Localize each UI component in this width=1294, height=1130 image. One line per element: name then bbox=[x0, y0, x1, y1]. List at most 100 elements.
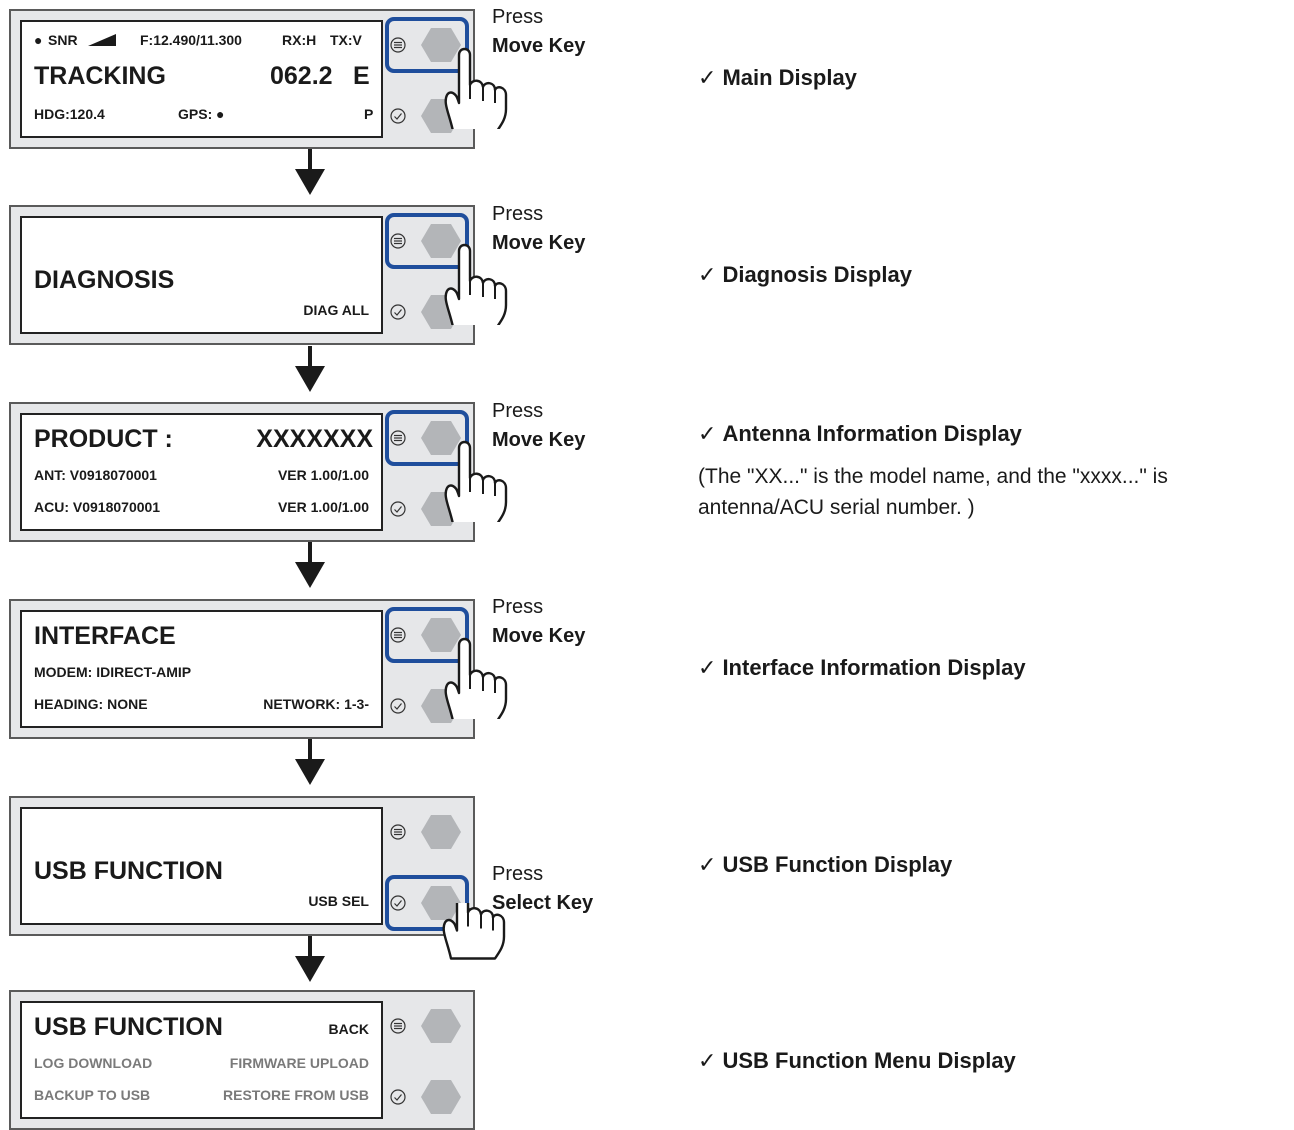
down-arrow-icon bbox=[295, 542, 325, 588]
key-name: Move Key bbox=[492, 429, 586, 451]
rx-label: RX:H bbox=[282, 32, 317, 48]
acu-version: VER 1.00/1.00 bbox=[277, 499, 369, 515]
mode-label: P bbox=[364, 106, 374, 122]
acu-panel-main: ● SNR F:12.490/11.300 RX:H TX:V TRACKING… bbox=[9, 9, 508, 149]
key-highlight bbox=[385, 607, 469, 663]
acu-panel-usb-function: USB FUNCTION USB SEL bbox=[9, 796, 482, 940]
key-highlight bbox=[385, 17, 469, 73]
tracking-status: TRACKING bbox=[34, 62, 166, 90]
model-name: XXXXXXX bbox=[256, 425, 373, 453]
heading-source: HEADING: NONE bbox=[34, 696, 148, 712]
acu-panel-interface: INTERFACE MODEM: IDIRECT-AMIP HEADING: N… bbox=[9, 599, 508, 739]
select-key-icon bbox=[390, 501, 406, 517]
log-download-option[interactable]: LOG DOWNLOAD bbox=[34, 1055, 153, 1071]
step-description: ✓Antenna Information Display bbox=[698, 421, 1022, 446]
usb-sel-label: USB SEL bbox=[308, 893, 369, 909]
menu-key-icon bbox=[390, 824, 406, 840]
pressing-hand-icon bbox=[444, 243, 508, 325]
snr-label: SNR bbox=[48, 32, 78, 48]
step-description: ✓Main Display bbox=[698, 65, 857, 90]
lcd-screen: DIAGNOSIS DIAG ALL bbox=[20, 216, 383, 334]
down-arrow-icon bbox=[295, 149, 325, 195]
step-description: ✓USB Function Menu Display bbox=[698, 1048, 1016, 1073]
select-key-button[interactable] bbox=[421, 886, 461, 920]
acu-serial: ACU: V0918070001 bbox=[34, 499, 161, 515]
step-note: (The "XX..." is the model name, and the … bbox=[698, 465, 1168, 519]
acu-panel-product: PRODUCT : XXXXXXX ANT: V0918070001 VER 1… bbox=[9, 402, 508, 542]
move-key-button[interactable] bbox=[421, 224, 461, 258]
move-key-button[interactable] bbox=[421, 28, 461, 62]
step-description: ✓Diagnosis Display bbox=[698, 262, 912, 287]
checkmark-icon: ✓ bbox=[698, 1048, 717, 1073]
down-arrow-icon bbox=[295, 346, 325, 392]
pressing-hand-icon bbox=[444, 637, 508, 719]
pressing-hand-icon bbox=[444, 440, 508, 522]
position-value: 062.2 bbox=[270, 62, 333, 90]
network-label: NETWORK: 1-3- bbox=[263, 696, 369, 712]
menu-key-icon bbox=[390, 1018, 406, 1034]
key-name: Move Key bbox=[492, 625, 586, 647]
heading-label: HDG:120.4 bbox=[34, 106, 105, 122]
select-key-icon bbox=[390, 1089, 406, 1105]
key-highlight bbox=[385, 410, 469, 466]
menu-key-icon bbox=[390, 37, 406, 53]
pressing-hand-icon bbox=[444, 47, 508, 129]
checkmark-icon: ✓ bbox=[698, 421, 717, 446]
diag-all-label: DIAG ALL bbox=[303, 302, 369, 318]
gps-dot-icon: ● bbox=[216, 106, 225, 122]
select-key-icon bbox=[390, 698, 406, 714]
key-name: Move Key bbox=[492, 35, 586, 57]
acu-panel-diagnosis: DIAGNOSIS DIAG ALL bbox=[9, 205, 508, 345]
modem-label: MODEM: IDIRECT-AMIP bbox=[34, 664, 192, 680]
move-key-button[interactable] bbox=[421, 815, 461, 849]
acu-panel-usb-menu: USB FUNCTION BACK LOG DOWNLOAD FIRMWARE … bbox=[9, 990, 475, 1130]
move-key-button[interactable] bbox=[421, 618, 461, 652]
select-key-icon bbox=[390, 108, 406, 124]
lcd-screen: ● SNR F:12.490/11.300 RX:H TX:V TRACKING… bbox=[20, 20, 383, 138]
step-description: ✓Interface Information Display bbox=[698, 655, 1026, 680]
checkmark-icon: ✓ bbox=[698, 262, 717, 287]
snr-dot-icon: ● bbox=[34, 32, 43, 48]
firmware-upload-option[interactable]: FIRMWARE UPLOAD bbox=[229, 1055, 369, 1071]
restore-from-usb-option[interactable]: RESTORE FROM USB bbox=[223, 1087, 369, 1103]
position-dir: E bbox=[353, 62, 370, 90]
step-description: ✓USB Function Display bbox=[698, 852, 953, 877]
select-key-icon bbox=[390, 895, 406, 911]
lcd-screen: PRODUCT : XXXXXXX ANT: V0918070001 VER 1… bbox=[20, 413, 383, 531]
tx-label: TX:V bbox=[330, 32, 362, 48]
backup-to-usb-option[interactable]: BACKUP TO USB bbox=[34, 1087, 151, 1103]
usb-function-title: USB FUNCTION bbox=[34, 857, 223, 885]
menu-key-icon bbox=[390, 627, 406, 643]
key-highlight bbox=[385, 213, 469, 269]
key-name: Select Key bbox=[492, 892, 594, 914]
checkmark-icon: ✓ bbox=[698, 655, 717, 680]
move-key-button[interactable] bbox=[421, 421, 461, 455]
menu-key-icon bbox=[390, 233, 406, 249]
gps-label: GPS: bbox=[178, 106, 213, 122]
lcd-screen: USB FUNCTION USB SEL bbox=[20, 807, 383, 925]
antenna-serial: ANT: V0918070001 bbox=[34, 467, 157, 483]
interface-title: INTERFACE bbox=[34, 622, 176, 650]
lcd-screen: INTERFACE MODEM: IDIRECT-AMIP HEADING: N… bbox=[20, 610, 383, 728]
usb-menu-title: USB FUNCTION bbox=[34, 1013, 223, 1041]
antenna-version: VER 1.00/1.00 bbox=[277, 467, 369, 483]
back-option[interactable]: BACK bbox=[328, 1021, 369, 1037]
frequency-label: F:12.490/11.300 bbox=[140, 32, 242, 48]
checkmark-icon: ✓ bbox=[698, 852, 717, 877]
menu-key-icon bbox=[390, 430, 406, 446]
select-key-icon bbox=[390, 304, 406, 320]
diagnosis-title: DIAGNOSIS bbox=[34, 266, 175, 294]
lcd-screen: USB FUNCTION BACK LOG DOWNLOAD FIRMWARE … bbox=[20, 1001, 383, 1119]
checkmark-icon: ✓ bbox=[698, 65, 717, 90]
down-arrow-icon bbox=[295, 739, 325, 785]
move-key-button[interactable] bbox=[421, 1009, 461, 1043]
key-name: Move Key bbox=[492, 232, 586, 254]
signal-strength-icon bbox=[88, 34, 116, 46]
down-arrow-icon bbox=[295, 936, 325, 982]
product-title: PRODUCT : bbox=[34, 425, 173, 453]
select-key-button[interactable] bbox=[421, 1080, 461, 1114]
